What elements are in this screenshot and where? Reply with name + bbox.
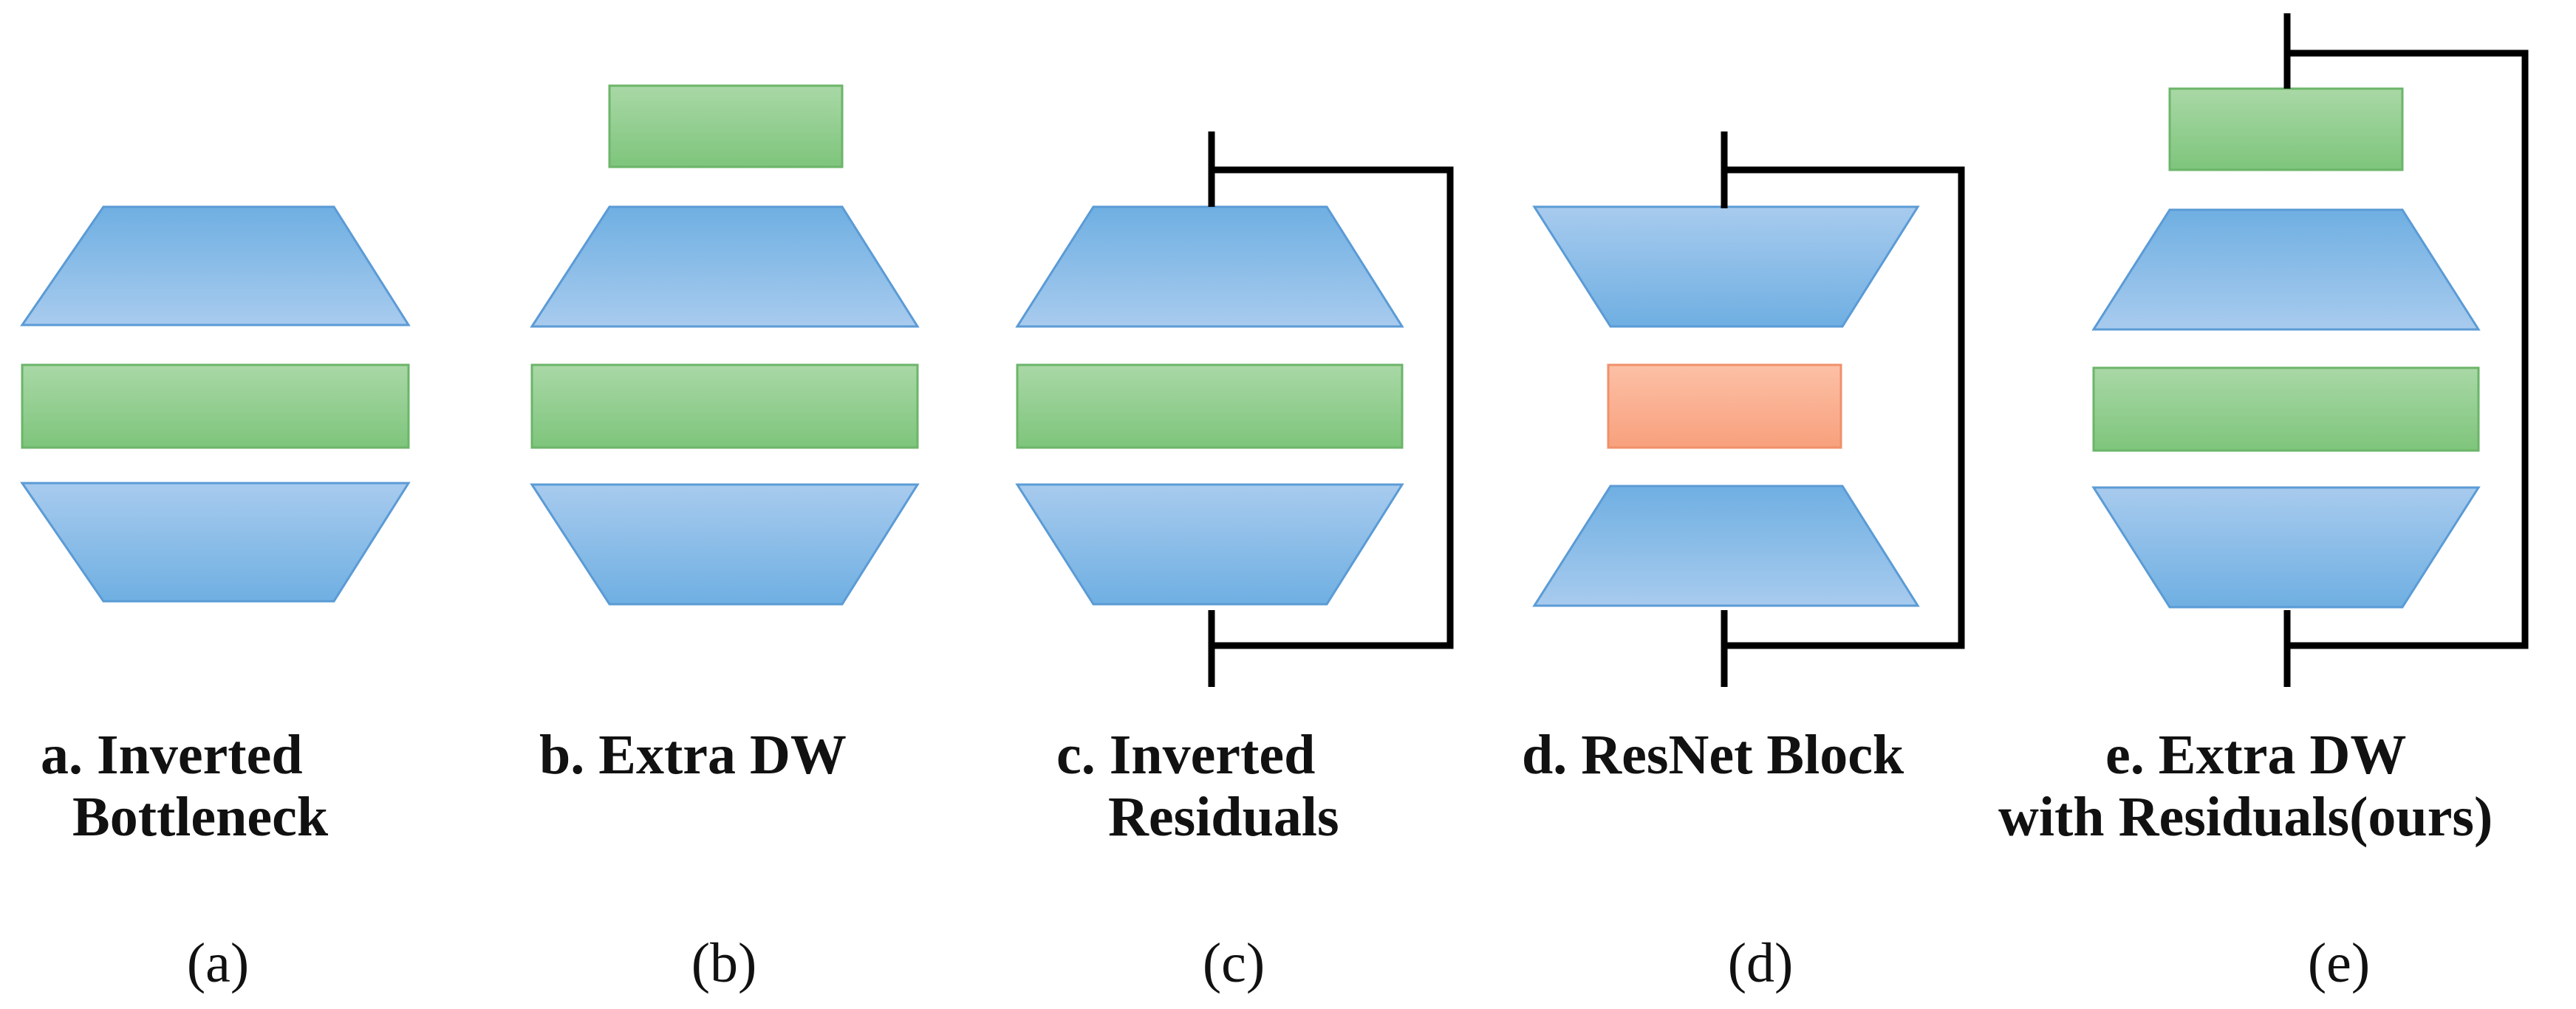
caption-e-line2: with Residuals(ours) — [1998, 786, 2493, 848]
project-trapezoid — [2091, 486, 2481, 609]
extra-depthwise-block — [608, 84, 844, 168]
caption-e: e. Extra DW with Residuals(ours) — [1987, 724, 2571, 848]
residual-connection-loop — [1724, 166, 1965, 649]
depthwise-conv-block — [530, 363, 919, 449]
caption-a-line2: Bottleneck — [72, 786, 329, 848]
project-trapezoid — [530, 483, 920, 606]
tag-a: (a) — [186, 932, 250, 994]
conv-block — [1607, 363, 1842, 449]
caption-a-line1: a. Inverted — [41, 724, 303, 786]
expand-trapezoid — [1532, 485, 1920, 607]
caption-b-line1: b. Extra DW — [539, 724, 847, 786]
caption-a: a. Inverted Bottleneck — [0, 724, 428, 848]
tag-b: (b) — [691, 932, 757, 994]
caption-c: c. Inverted Residuals — [1012, 724, 1441, 848]
depthwise-conv-block — [21, 363, 410, 449]
tag-d: (d) — [1727, 932, 1794, 994]
caption-d: d. ResNet Block — [1507, 724, 1980, 786]
expand-trapezoid — [530, 205, 920, 328]
residual-connection-loop — [2287, 49, 2529, 649]
caption-c-line1: c. Inverted — [1056, 724, 1316, 786]
panel-d-resnet-block — [1532, 131, 1965, 687]
panel-c-inverted-residuals — [1015, 131, 1454, 687]
caption-d-line1: d. ResNet Block — [1522, 724, 1904, 786]
expand-trapezoid — [2091, 208, 2481, 331]
expand-trapezoid — [20, 205, 411, 326]
tag-e: (e) — [2307, 932, 2371, 994]
project-trapezoid — [20, 482, 411, 603]
extra-depthwise-block — [2168, 87, 2404, 171]
project-trapezoid — [1015, 483, 1404, 606]
tag-c: (c) — [1202, 932, 1265, 994]
expand-trapezoid — [1015, 205, 1404, 328]
residual-connection-loop — [1212, 166, 1454, 649]
depthwise-conv-block — [1016, 363, 1404, 449]
panel-b-extra-dw — [530, 84, 920, 606]
caption-b: b. Extra DW — [517, 724, 946, 786]
reduce-trapezoid — [1532, 205, 1920, 328]
caption-c-line2: Residuals — [1108, 786, 1339, 848]
panel-a-inverted-bottleneck — [20, 205, 411, 603]
depthwise-conv-block — [2092, 366, 2480, 452]
panel-e-extra-dw-with-residuals — [2091, 13, 2529, 687]
caption-e-line1: e. Extra DW — [2105, 724, 2407, 786]
